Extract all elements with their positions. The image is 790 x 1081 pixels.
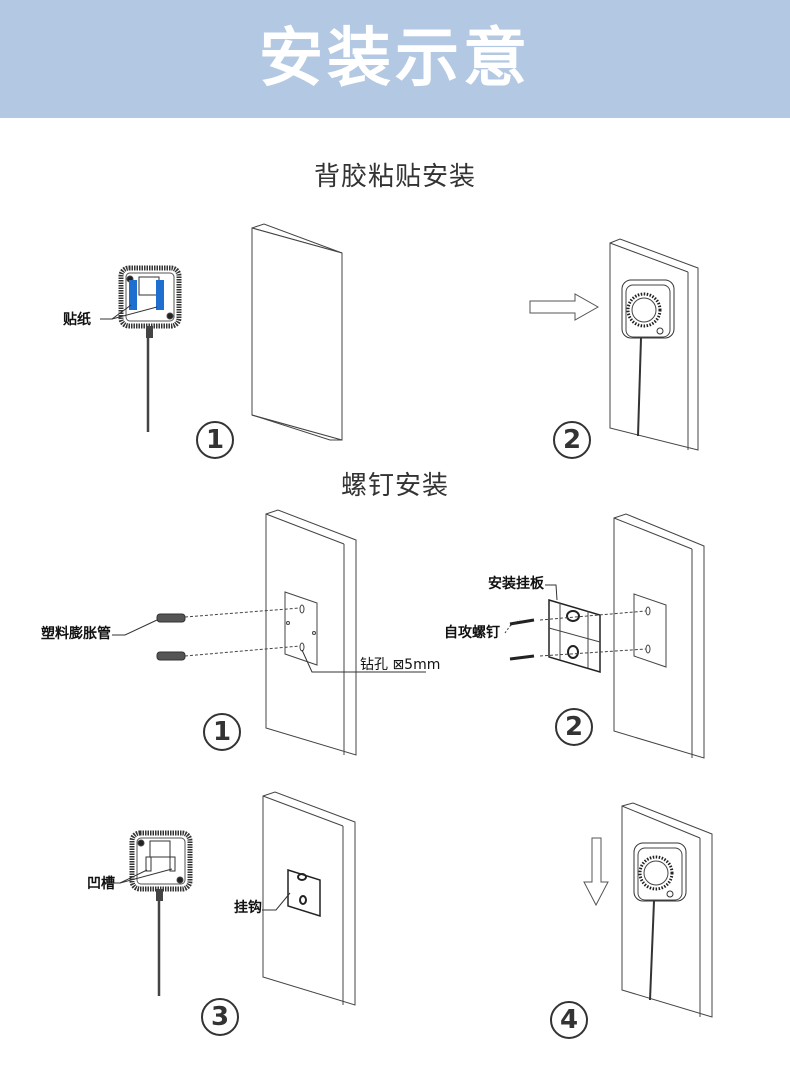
wall-with-bracket-holes — [613, 513, 705, 759]
label-mounting-bracket: 安装挂板 — [488, 576, 544, 592]
sticker-right — [156, 280, 164, 310]
label-hook: 挂钩 — [234, 900, 262, 916]
step-number-1: 1 — [203, 713, 241, 751]
step-number-2: 2 — [553, 421, 591, 459]
step-number-2: 2 — [555, 708, 593, 746]
wall-with-mounted-device — [609, 238, 699, 451]
label-plastic-anchor: 塑料膨胀管 — [41, 626, 111, 642]
label-sticker: 贴纸 — [63, 312, 91, 328]
plastic-anchor-bottom — [156, 645, 301, 661]
step-number-1: 1 — [196, 421, 234, 459]
page-title: 安装示意 — [259, 22, 531, 96]
step-number-4: 4 — [550, 1001, 588, 1039]
device-back-with-stickers — [100, 265, 182, 432]
step-number-3: 3 — [201, 998, 239, 1036]
wall-with-drill-holes — [265, 509, 357, 756]
section-title-adhesive: 背胶粘贴安装 — [313, 162, 476, 192]
device-back-with-grooves — [110, 830, 193, 996]
label-groove: 凹槽 — [87, 876, 115, 892]
header-banner: 安装示意 — [0, 0, 790, 118]
label-self-tapping-screw: 自攻螺钉 — [444, 625, 500, 641]
mounting-bracket — [548, 598, 601, 674]
wall-with-hung-device — [621, 802, 713, 1018]
label-drill-hole: 钻孔 ⊠5mm — [360, 657, 441, 673]
arrow-down-icon — [583, 837, 609, 907]
sticker-left — [129, 280, 137, 310]
wall-panel — [251, 223, 343, 441]
section-title-screw: 螺钉安装 — [340, 471, 449, 501]
plastic-anchor-top — [156, 607, 301, 623]
wall-with-hook — [262, 791, 356, 1006]
arrow-right-icon — [529, 293, 600, 321]
